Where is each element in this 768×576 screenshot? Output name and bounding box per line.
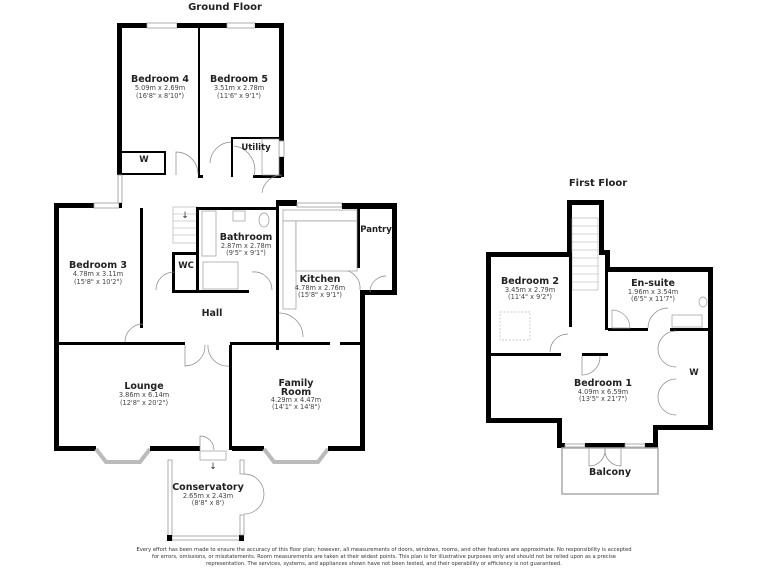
svg-text:Lounge: Lounge [124, 381, 163, 392]
stair-down-arrow-icon: ↓ [181, 211, 189, 221]
svg-text:(11'4" x 9'2"): (11'4" x 9'2") [508, 293, 552, 301]
first-floor-title: First Floor [569, 178, 627, 189]
ground-floor-plan: ↓ [54, 22, 397, 541]
svg-text:Bedroom 4: Bedroom 4 [131, 74, 189, 85]
svg-text:3.45m x 2.79m: 3.45m x 2.79m [505, 286, 555, 294]
svg-text:1.96m x 3.54m: 1.96m x 3.54m [628, 288, 678, 296]
ground-floor-title: Ground Floor [188, 2, 262, 13]
svg-text:Bathroom: Bathroom [220, 232, 273, 243]
svg-text:(9'5" x 9'1"): (9'5" x 9'1") [226, 249, 266, 257]
staircase: ↓ [172, 206, 199, 244]
room-bedroom-1: Bedroom 1 4.09m x 6.59m (13'5" x 21'7") [574, 378, 632, 403]
svg-text:4.78m x 3.11m: 4.78m x 3.11m [73, 270, 123, 278]
svg-text:Conservatory: Conservatory [172, 482, 244, 493]
room-utility: Utility [241, 143, 271, 153]
room-wc: WC [178, 261, 194, 271]
room-pantry: Pantry [360, 225, 392, 235]
svg-text:4.78m x 2.76m: 4.78m x 2.76m [295, 284, 345, 292]
room-family-room: Family Room 4.29m x 4.47m (14'1" x 14'8"… [271, 378, 321, 411]
svg-text:4.09m x 6.59m: 4.09m x 6.59m [578, 388, 628, 396]
svg-text:(16'8" x 8'10"): (16'8" x 8'10") [136, 92, 184, 100]
room-wardrobe-ground: W [139, 155, 149, 165]
room-bedroom-2: Bedroom 2 3.45m x 2.79m (11'4" x 9'2") [501, 276, 559, 301]
room-balcony: Balcony [589, 467, 632, 478]
svg-text:Family: Family [279, 378, 315, 389]
svg-text:Bedroom 5: Bedroom 5 [210, 74, 268, 85]
room-wardrobe-first: W [689, 368, 699, 378]
svg-text:2.65m x 2.43m: 2.65m x 2.43m [183, 492, 233, 500]
room-en-suite: En-suite 1.96m x 3.54m (6'5" x 11'7") [628, 278, 678, 303]
svg-text:(14'1" x 14'8"): (14'1" x 14'8") [272, 403, 320, 411]
disclaimer-line-2: for errors, omissions, or misstatements.… [152, 554, 616, 561]
svg-text:(6'5" x 11'7"): (6'5" x 11'7") [631, 295, 675, 303]
room-lounge: Lounge 3.86m x 6.14m (12'8" x 20'2") [119, 381, 169, 407]
svg-text:Bedroom 1: Bedroom 1 [574, 378, 632, 389]
room-bedroom-3: Bedroom 3 4.78m x 3.11m (15'8" x 10'2") [69, 260, 127, 286]
room-kitchen: Kitchen 4.78m x 2.76m (15'8" x 9'1") [295, 274, 345, 299]
svg-text:Bedroom 2: Bedroom 2 [501, 276, 559, 287]
svg-text:2.87m x 2.78m: 2.87m x 2.78m [221, 242, 271, 250]
conservatory-arrow-icon: ↓ [209, 462, 217, 472]
room-bedroom-4: Bedroom 4 5.09m x 2.69m (16'8" x 8'10") [131, 74, 189, 100]
svg-text:(8'8" x 8'): (8'8" x 8') [192, 499, 224, 507]
room-conservatory: Conservatory 2.65m x 2.43m (8'8" x 8') [172, 482, 244, 507]
svg-text:(12'8" x 20'2"): (12'8" x 20'2") [120, 399, 168, 407]
svg-text:En-suite: En-suite [631, 278, 675, 289]
svg-text:5.09m x 2.69m: 5.09m x 2.69m [135, 84, 185, 92]
svg-text:(13'5" x 21'7"): (13'5" x 21'7") [579, 395, 627, 403]
room-bathroom: Bathroom 2.87m x 2.78m (9'5" x 9'1") [220, 232, 273, 257]
disclaimer-line-3: representation. The services, systems, a… [206, 561, 562, 568]
room-hall: Hall [202, 308, 223, 319]
svg-text:3.86m x 6.14m: 3.86m x 6.14m [119, 391, 169, 399]
svg-text:(15'8" x 9'1"): (15'8" x 9'1") [298, 291, 342, 299]
svg-text:3.51m x 2.78m: 3.51m x 2.78m [214, 84, 264, 92]
svg-text:4.29m x 4.47m: 4.29m x 4.47m [271, 396, 321, 404]
svg-text:Kitchen: Kitchen [300, 274, 341, 285]
svg-text:(15'8" x 10'2"): (15'8" x 10'2") [74, 278, 122, 286]
disclaimer-line-1: Every effort has been made to ensure the… [136, 547, 632, 553]
disclaimer: Every effort has been made to ensure the… [100, 547, 668, 569]
svg-text:Room: Room [281, 387, 311, 398]
first-floor-plan [486, 200, 713, 495]
svg-text:(11'6" x 9'1"): (11'6" x 9'1") [217, 92, 261, 100]
svg-text:Bedroom 3: Bedroom 3 [69, 260, 127, 271]
room-bedroom-5: Bedroom 5 3.51m x 2.78m (11'6" x 9'1") [210, 74, 268, 100]
